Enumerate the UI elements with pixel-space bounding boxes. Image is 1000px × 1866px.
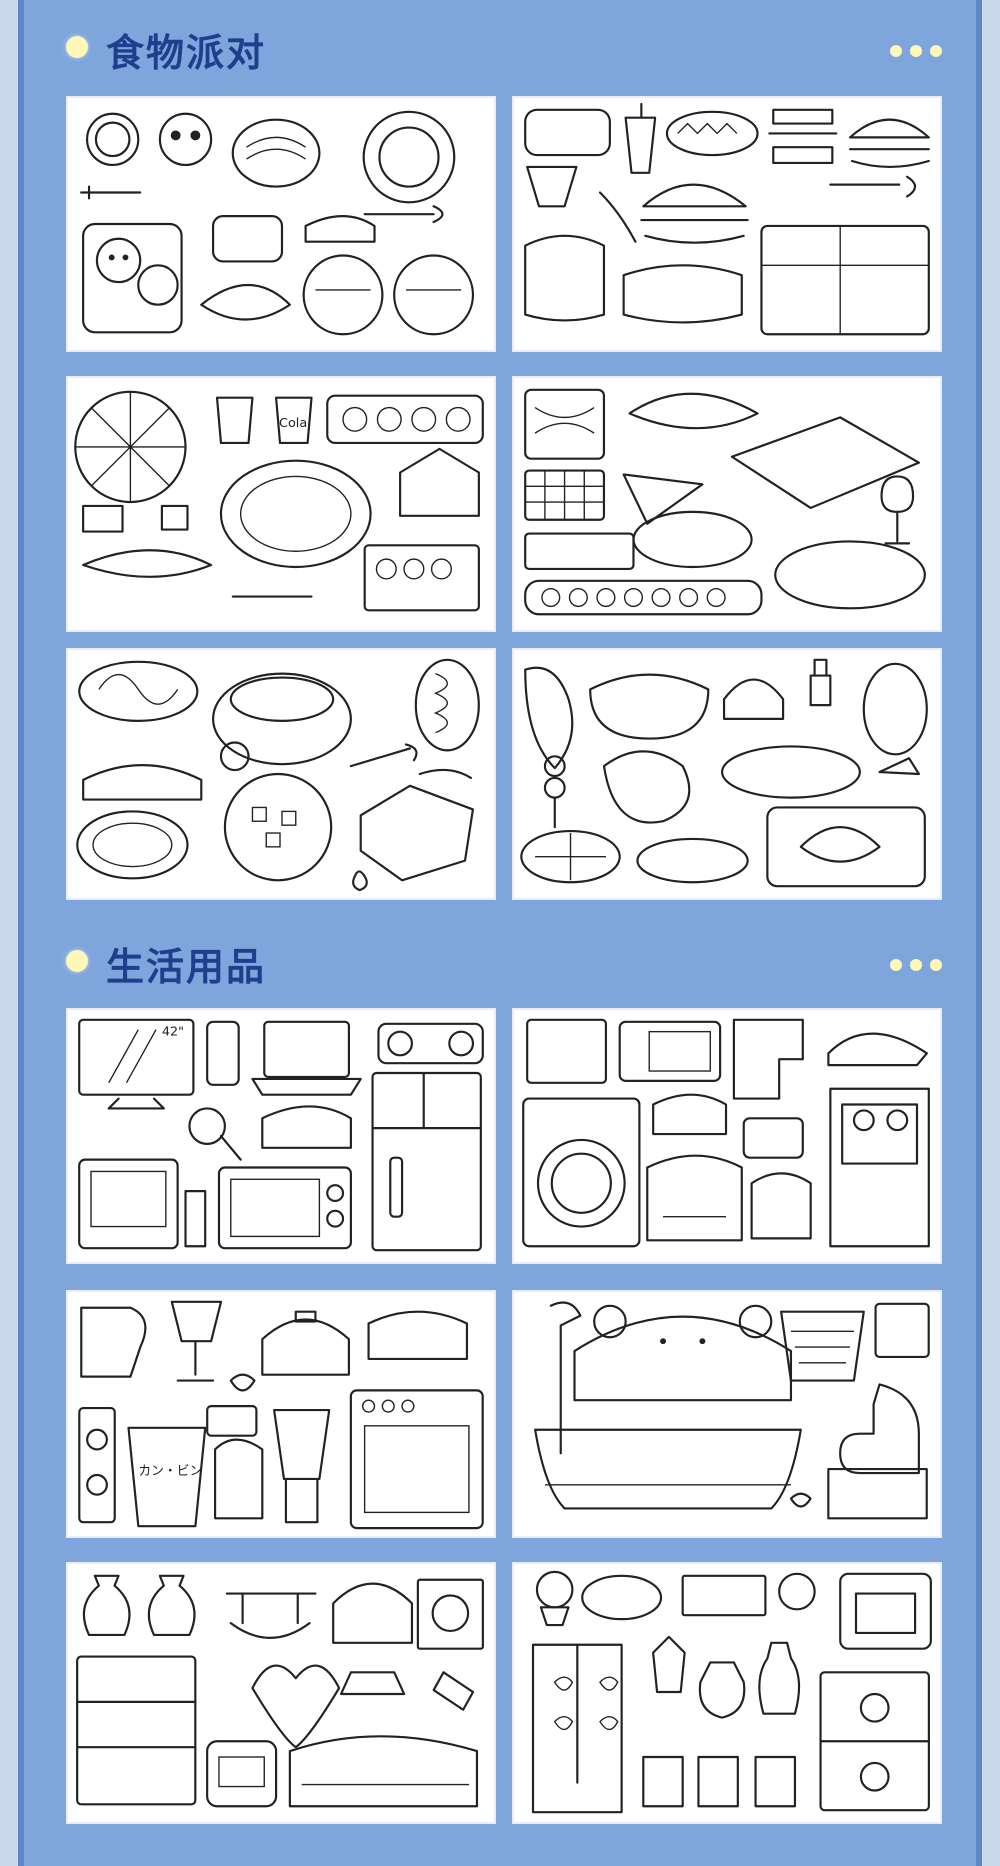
sticker-card-food-4[interactable] — [512, 376, 942, 632]
sticker-card-daily-5[interactable] — [66, 1562, 496, 1824]
more-dots-icon[interactable] — [882, 956, 942, 975]
sticker-card-food-5[interactable] — [66, 648, 496, 900]
bullet-dot-icon — [66, 36, 88, 58]
sticker-card-daily-1[interactable]: 42" — [66, 1008, 496, 1264]
cola-label: Cola — [279, 416, 307, 431]
more-dots-icon[interactable] — [882, 42, 942, 61]
sticker-card-daily-3[interactable]: カン・ビン — [66, 1290, 496, 1538]
sticker-card-daily-4[interactable] — [512, 1290, 942, 1538]
sticker-card-food-1[interactable] — [66, 96, 496, 352]
section-title: 食物派对 — [106, 31, 267, 75]
section-title: 生活用品 — [106, 945, 267, 989]
bullet-dot-icon — [66, 950, 88, 972]
tv-size-label: 42" — [162, 1025, 184, 1040]
sticker-card-food-3[interactable]: Cola — [66, 376, 496, 632]
section-header-food: 食物派对 — [62, 14, 942, 75]
sticker-card-daily-2[interactable] — [512, 1008, 942, 1264]
sticker-card-daily-6[interactable] — [512, 1562, 942, 1824]
sticker-card-food-2[interactable] — [512, 96, 942, 352]
recycle-bin-label: カン・ビン — [138, 1464, 202, 1479]
section-header-daily: 生活用品 — [62, 928, 942, 989]
sticker-card-food-6[interactable] — [512, 648, 942, 900]
